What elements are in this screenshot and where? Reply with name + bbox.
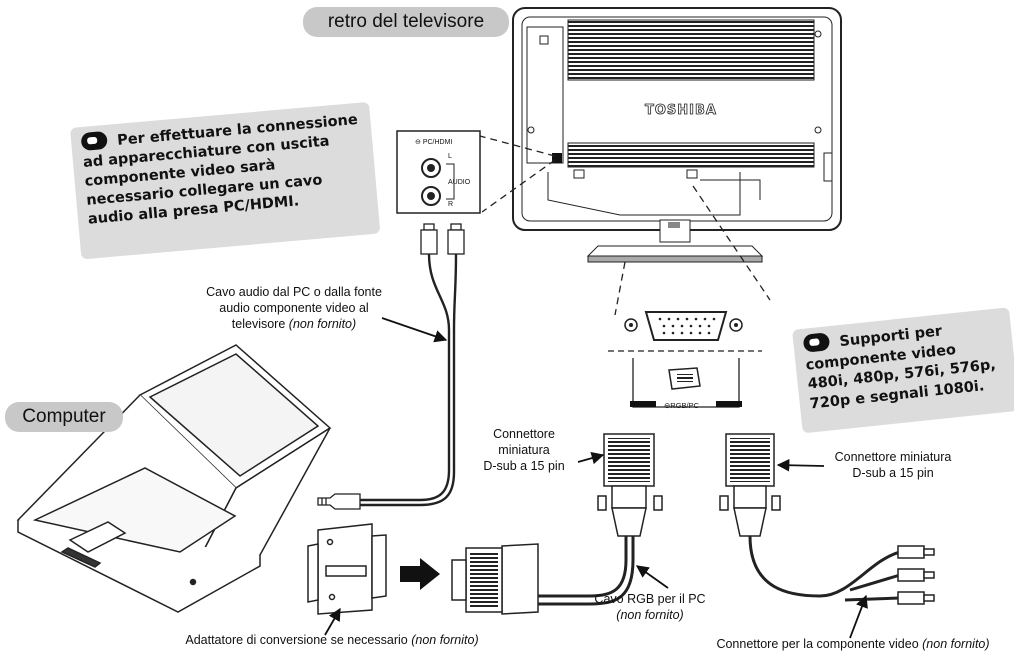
supported-signals-note: Supporti per componente video 480i, 480p…	[792, 307, 1014, 434]
pointer-arrows	[324, 317, 868, 639]
tv-back-label: retro del televisore	[303, 7, 509, 37]
audio-cable-label: Cavo audio dal PC o dalla fonte audio co…	[206, 285, 382, 331]
dsub-left-label: Connettore miniatura D-sub a 15 pin	[483, 427, 565, 473]
rgb-pc-port-label: ⊖RGB/PC	[664, 401, 700, 410]
audio-label: AUDIO	[448, 179, 471, 186]
pointing-hand-icon	[80, 130, 108, 152]
rgb-port-panel	[608, 311, 762, 408]
adapter-label: Adattatore di conversione se necessario …	[185, 633, 479, 647]
audio-right-label: R	[448, 201, 454, 208]
audio-left-label: L	[448, 153, 452, 160]
pc-hdmi-port-label: ⊖ PC/HDMI	[415, 139, 453, 146]
laptop	[16, 344, 332, 613]
pointing-hand-icon	[802, 332, 831, 353]
rgb-cable-label: Cavo RGB per il PC (non fornito)	[594, 592, 706, 622]
rgb-cable	[451, 433, 663, 615]
connection-note: Per effettuare la connessione ad apparec…	[70, 101, 381, 260]
leader-lines	[479, 135, 771, 316]
direction-arrow	[400, 558, 440, 590]
dsub-right-label: Connettore miniatura D-sub a 15 pin	[834, 450, 952, 480]
audio-cable	[317, 223, 465, 510]
computer-label: Computer	[5, 402, 123, 432]
tv-back	[512, 7, 842, 263]
brand-logo-text: TOSHIBA	[645, 103, 717, 119]
conversion-adapter	[307, 523, 387, 615]
component-connector-label: Connettore per la componente video (non …	[716, 637, 990, 651]
audio-input-panel	[396, 130, 481, 214]
component-cable	[719, 433, 935, 605]
